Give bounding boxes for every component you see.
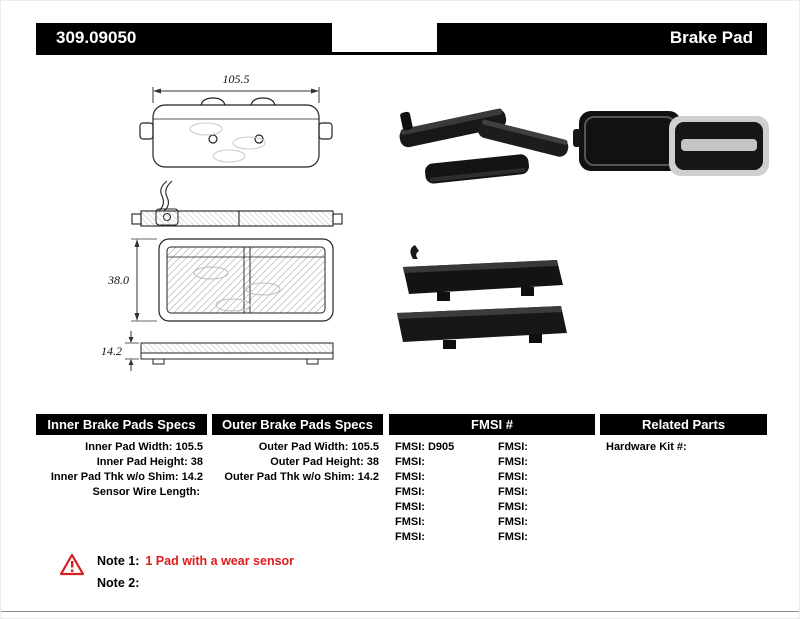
dim-thickness-label: 14.2 [101, 344, 122, 358]
spec-label: FMSI: [395, 531, 425, 543]
pad-photos-profile [397, 245, 567, 349]
spec-label: FMSI: [395, 486, 425, 498]
pad-photos-flat [573, 111, 769, 176]
spec-label: FMSI: [498, 456, 528, 468]
figures: 105.5 [101, 72, 769, 371]
pad-photos-angled [399, 108, 569, 184]
dim-width-label: 105.5 [223, 72, 250, 86]
dim-height-label: 38.0 [107, 273, 129, 287]
fmsi-row: FMSI: [498, 530, 595, 545]
outer-specs-title: Outer Brake Pads Specs [221, 417, 374, 432]
spec-label: FMSI: [395, 501, 425, 513]
bottom-rule [1, 611, 799, 612]
spec-label: FMSI: [395, 516, 425, 528]
page-title: Brake Pad [669, 27, 753, 47]
fmsi-column: FMSI # FMSI:D905 FMSI: FMSI: FMSI: FMSI:… [389, 414, 595, 545]
inner-pad-thickness-row: Inner Pad Thk w/o Shim:14.2 [36, 470, 207, 485]
fmsi-title: FMSI # [471, 417, 513, 432]
fmsi-row: FMSI: [498, 455, 595, 470]
fmsi-right-subcolumn: FMSI: FMSI: FMSI: FMSI: FMSI: FMSI: FMSI… [492, 440, 595, 545]
note-1: Note 1: 1 Pad with a wear sensor [97, 550, 294, 572]
outer-pad-height-row: Outer Pad Height:38 [212, 455, 383, 470]
fmsi-left-subcolumn: FMSI:D905 FMSI: FMSI: FMSI: FMSI: FMSI: … [389, 440, 492, 545]
fmsi-row: FMSI: [395, 515, 492, 530]
spec-label: FMSI: [498, 501, 528, 513]
fmsi-row: FMSI: [498, 485, 595, 500]
inner-pad-front-drawing [158, 238, 334, 322]
stoptech-watermark [193, 266, 281, 312]
part-number: 309.09050 [56, 27, 137, 47]
spec-label: Outer Pad Height: [270, 456, 364, 468]
related-parts-column: Related Parts Hardware Kit #: [600, 414, 767, 455]
spec-value: 38 [366, 456, 379, 468]
spec-label: Sensor Wire Length: [92, 486, 200, 498]
spec-label: Hardware Kit #: [606, 441, 687, 453]
spec-label: Inner Pad Thk w/o Shim: [50, 471, 179, 483]
stoptech-watermark [189, 122, 266, 163]
fmsi-row: FMSI: [395, 485, 492, 500]
inner-pad-back-drawing [139, 97, 333, 168]
dim-width: 105.5 [152, 72, 320, 103]
outer-pad-thickness-row: Outer Pad Thk w/o Shim:14.2 [212, 470, 383, 485]
inner-pad-height-row: Inner Pad Height:38 [36, 455, 207, 470]
outer-pad-width-row: Outer Pad Width:105.5 [212, 440, 383, 455]
spec-label: Outer Pad Thk w/o Shim: [224, 471, 355, 483]
spec-value: 105.5 [351, 441, 379, 453]
inner-specs-column: Inner Brake Pads Specs Inner Pad Width:1… [36, 414, 207, 500]
spec-value: 105.5 [175, 441, 203, 453]
fmsi-row: FMSI: [395, 470, 492, 485]
fmsi-row: FMSI: [395, 500, 492, 515]
fmsi-row: FMSI: [395, 455, 492, 470]
pad-top-view-drawing [131, 210, 343, 227]
fmsi-row: FMSI: [498, 470, 595, 485]
spec-value: D905 [427, 441, 455, 453]
spec-value: 38 [190, 456, 203, 468]
fmsi-row: FMSI: [498, 500, 595, 515]
inner-pad-width-row: Inner Pad Width:105.5 [36, 440, 207, 455]
spec-label: FMSI: [395, 441, 425, 453]
dim-height: 38.0 [107, 238, 157, 322]
product-title-bar: Brake Pad [437, 23, 767, 52]
spec-value: 14.2 [357, 471, 379, 483]
pad-edge-view-drawing [140, 342, 334, 365]
hardware-kit-row: Hardware Kit #: [606, 440, 767, 455]
related-parts-header: Related Parts [600, 414, 767, 435]
fmsi-row: FMSI: [395, 530, 492, 545]
spec-label: FMSI: [395, 456, 425, 468]
part-number-bar: 309.09050 [36, 23, 332, 52]
spec-label: FMSI: [395, 471, 425, 483]
spec-value: 14.2 [181, 471, 203, 483]
spec-label: FMSI: [498, 441, 528, 453]
spec-label: FMSI: [498, 531, 528, 543]
spec-label: Inner Pad Width: [85, 441, 173, 453]
spec-label: Outer Pad Width: [258, 441, 349, 453]
spec-label: FMSI: [498, 471, 528, 483]
spec-label: FMSI: [498, 516, 528, 528]
header-rule [36, 52, 767, 55]
fmsi-row: FMSI: [498, 515, 595, 530]
fmsi-row: FMSI:D905 [395, 440, 492, 455]
outer-specs-column: Outer Brake Pads Specs Outer Pad Width:1… [212, 414, 383, 485]
note2-label: Note 2: [97, 576, 140, 590]
fmsi-row: FMSI: [498, 440, 595, 455]
related-parts-title: Related Parts [641, 417, 726, 432]
note1-text: 1 Pad with a wear sensor [145, 554, 295, 568]
inner-specs-title: Inner Brake Pads Specs [47, 417, 196, 432]
notes-section: Note 1: 1 Pad with a wear sensor Note 2: [59, 550, 294, 594]
dim-thickness: 14.2 [101, 331, 139, 371]
outer-specs-header: Outer Brake Pads Specs [212, 414, 383, 435]
warning-icon [59, 553, 85, 576]
note1-label: Note 1: [97, 554, 140, 568]
sensor-wire-length-row: Sensor Wire Length: [36, 485, 207, 500]
spec-label: FMSI: [498, 486, 528, 498]
spec-label: Inner Pad Height: [96, 456, 188, 468]
inner-specs-header: Inner Brake Pads Specs [36, 414, 207, 435]
note-2: Note 2: [97, 572, 294, 594]
fmsi-header: FMSI # [389, 414, 595, 435]
